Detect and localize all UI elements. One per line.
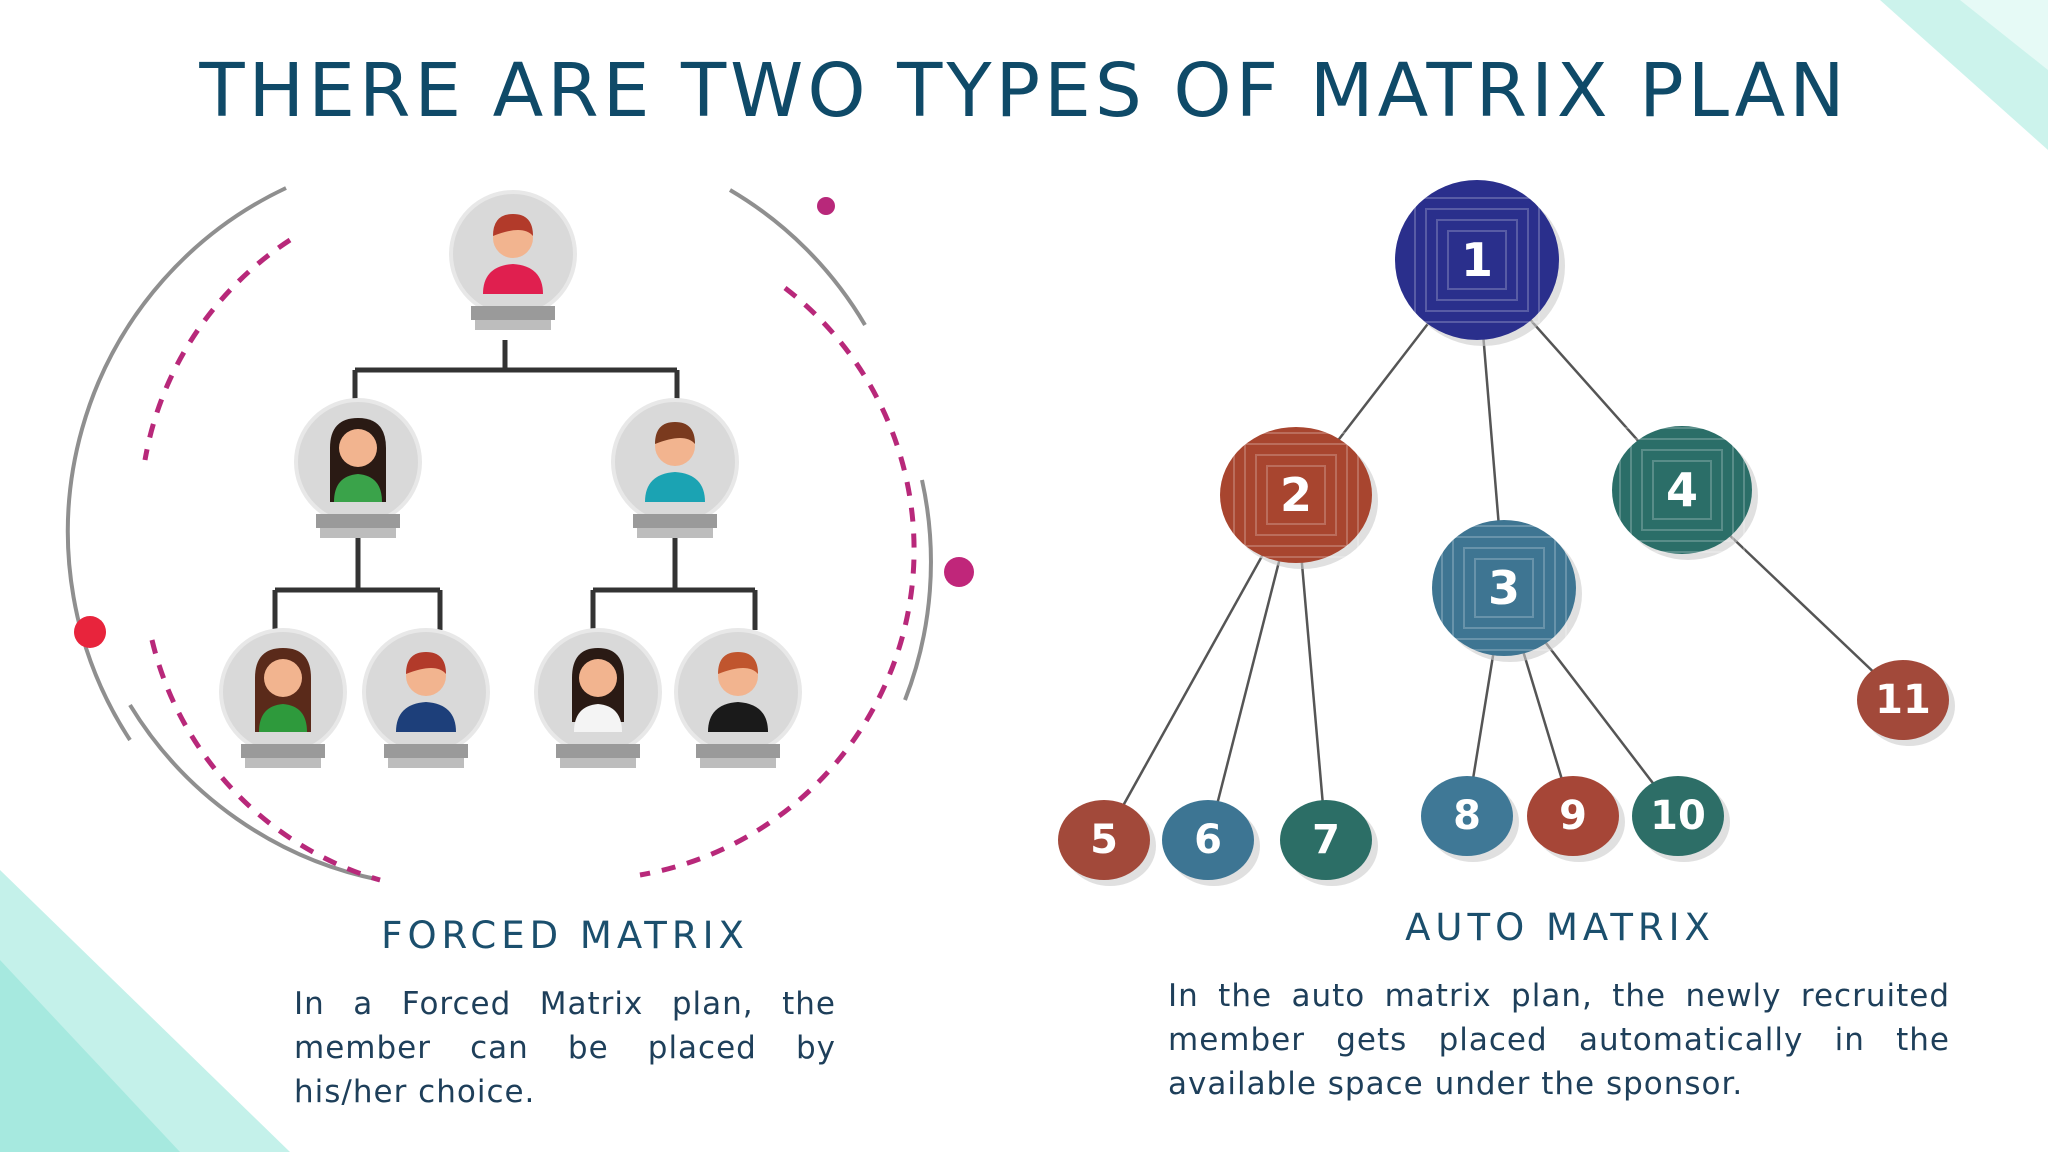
node-label-10: 10 (1650, 793, 1706, 839)
forced-matrix-title: FORCED MATRIX (381, 914, 749, 957)
tree-connectors (272, 340, 758, 630)
corner-decoration-top-right-inner (1960, 0, 2048, 70)
tree-node-9: 9 (1527, 776, 1625, 862)
tree-node-1: 1 (1395, 180, 1565, 346)
node-label-3: 3 (1488, 561, 1520, 615)
person-avatar-icon (534, 628, 662, 770)
node-label-5: 5 (1090, 817, 1118, 863)
person-avatar-icon (674, 628, 802, 770)
tree-node-5: 5 (1058, 800, 1156, 886)
corner-decoration-top-right (1880, 0, 2048, 150)
forced-matrix-description: In a Forced Matrix plan, the member can … (294, 986, 836, 1110)
outer-arc-bottom-left (128, 703, 381, 882)
node-label-1: 1 (1461, 233, 1493, 287)
dashed-arc-bottom (149, 639, 381, 883)
person-avatar-icon (449, 190, 577, 332)
auto-matrix-title: AUTO MATRIX (1405, 906, 1715, 949)
page-title: THERE ARE TWO TYPES OF MATRIX PLAN (199, 48, 1849, 134)
tree-node-2: 2 (1220, 427, 1378, 569)
person-avatar-icon (294, 398, 422, 540)
node-label-2: 2 (1280, 468, 1312, 522)
person-avatar-icon (611, 398, 739, 540)
tree-node-8: 8 (1421, 776, 1519, 862)
person-avatar-icon (219, 628, 347, 770)
auto-matrix-nodes: 1 2 3 4 5 6 7 8 9 10 11 (1058, 180, 1955, 886)
node-label-7: 7 (1312, 817, 1340, 863)
tree-node-7: 7 (1280, 800, 1378, 886)
dashed-arc-left (142, 237, 292, 461)
auto-matrix-diagram: 1 2 3 4 5 6 7 8 9 10 11 (1058, 180, 1955, 886)
node-label-4: 4 (1666, 463, 1698, 517)
accent-dot-right (944, 557, 974, 587)
accent-dot-top (817, 197, 835, 215)
dashed-arc-right (639, 286, 917, 878)
person-avatar-icon (362, 628, 490, 770)
tree-node-10: 10 (1632, 776, 1730, 862)
node-label-11: 11 (1875, 677, 1931, 723)
node-label-6: 6 (1194, 817, 1222, 863)
outer-arc-left (65, 186, 287, 742)
tree-node-11: 11 (1857, 660, 1955, 746)
outer-arc-top-right (728, 188, 867, 327)
tree-node-4: 4 (1612, 426, 1758, 560)
node-label-8: 8 (1453, 793, 1481, 839)
outer-arc-right (903, 479, 933, 701)
forced-matrix-diagram (65, 186, 974, 883)
auto-matrix-description: In the auto matrix plan, the newly recru… (1168, 978, 1950, 1102)
accent-dot-left (74, 616, 106, 648)
corner-decoration-bottom-left-inner (0, 960, 180, 1152)
tree-node-6: 6 (1162, 800, 1260, 886)
node-label-9: 9 (1559, 793, 1587, 839)
tree-node-3: 3 (1432, 520, 1582, 662)
